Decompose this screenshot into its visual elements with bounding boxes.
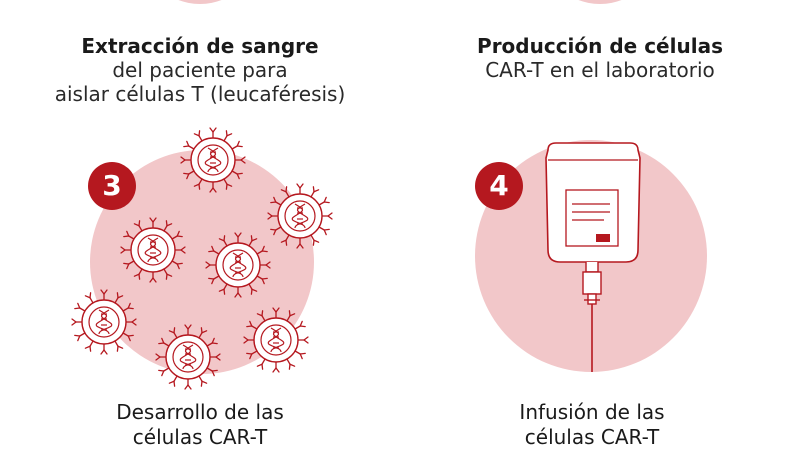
step-2-circle bbox=[540, 0, 660, 4]
step-4-caption: Infusión de las células CAR-T bbox=[392, 400, 792, 450]
step-1-subtitle-line2: aislar células T (leucaféresis) bbox=[54, 82, 346, 106]
step-1-circle bbox=[140, 0, 260, 4]
step-3-badge: 3 bbox=[88, 162, 136, 210]
step-3-caption: Desarrollo de las células CAR-T bbox=[0, 400, 400, 450]
step-1-caption: Extracción de sangre del paciente para a… bbox=[0, 34, 400, 106]
step-2-subtitle-line1: CAR-T en el laboratorio bbox=[485, 58, 715, 82]
step-3-title-line1: Desarrollo de las bbox=[116, 400, 284, 424]
step-2-caption: Producción de células CAR-T en el labora… bbox=[400, 34, 800, 82]
step-4-title-line2: células CAR-T bbox=[524, 425, 660, 449]
step-3-title-line2: células CAR-T bbox=[132, 425, 268, 449]
step-1-title: Extracción de sangre bbox=[81, 34, 319, 58]
step-4-badge: 4 bbox=[475, 162, 523, 210]
step-1-subtitle-line1: del paciente para bbox=[112, 58, 288, 82]
step-4-title-line1: Infusión de las bbox=[519, 400, 665, 424]
step-2-title: Producción de células bbox=[477, 34, 723, 58]
